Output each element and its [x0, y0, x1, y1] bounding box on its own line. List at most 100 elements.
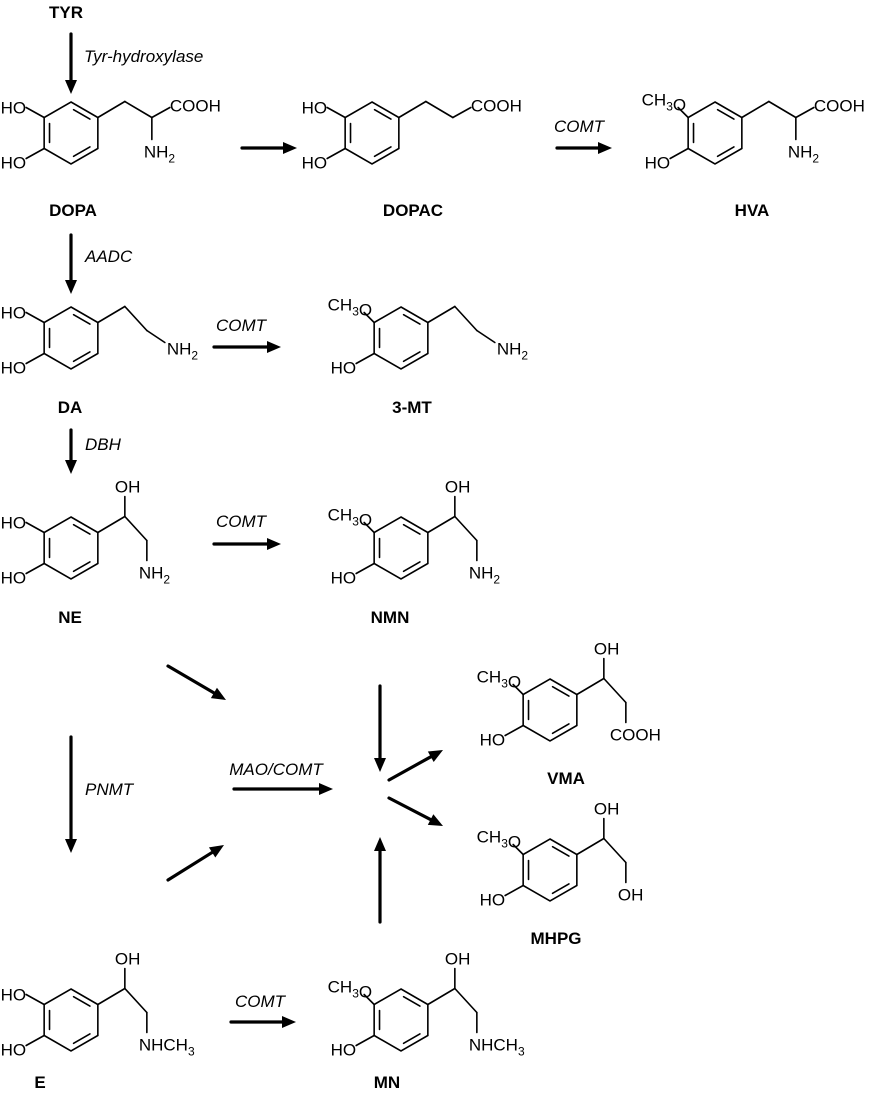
ne-amine: NH2	[139, 564, 171, 587]
e-bottom-left-group: HO	[1, 1041, 27, 1060]
mn-hydroxyl: OH	[445, 950, 471, 969]
mt-oh2-bond	[355, 352, 375, 365]
mt-bottom-left-group: HO	[331, 359, 357, 378]
mt-nh2-bond	[476, 329, 496, 344]
molecule-vma: CH3O HO OH COOH	[477, 640, 661, 750]
enzyme-pnmt: PNMT	[85, 780, 135, 799]
nmn-chain-bond-1	[427, 515, 456, 534]
vma-oh2-bond	[504, 724, 524, 737]
mn-chain-bond-2	[454, 987, 478, 1014]
name-mn: MN	[374, 1073, 400, 1092]
e-oh2-bond	[25, 1034, 45, 1047]
hva-amine: NH2	[788, 143, 820, 166]
ne-oh-bond	[25, 521, 45, 534]
mt-chain-bond-2	[454, 305, 478, 332]
name-tyr: TYR	[49, 3, 83, 22]
mn-bottom-left-group: HO	[331, 1041, 357, 1060]
arrow-dopac-to-hva-head	[598, 142, 612, 154]
arrow-junction-to-mhpg-head	[427, 814, 443, 826]
da-bottom-left-group: HO	[1, 359, 27, 378]
vma-o-bond	[512, 683, 524, 696]
arrow-da-to-3mt	[212, 341, 281, 353]
mn-double-bond	[402, 1033, 421, 1045]
dopac-cooh-bond	[452, 106, 472, 119]
da-chain-bond-2	[124, 305, 148, 332]
name-3-mt: 3-MT	[392, 398, 432, 417]
enzyme-dbh: DBH	[85, 435, 122, 454]
arrow-dopa-to-da	[65, 233, 77, 294]
vma-chain-bond-1	[576, 677, 605, 696]
nmn-amine: NH2	[469, 564, 501, 587]
dopac-top-left-group: HO	[302, 99, 328, 118]
dopa-chain-bond-2	[124, 100, 153, 119]
mt-o-bond	[363, 311, 375, 324]
hva-double-bond	[716, 146, 735, 158]
arrow-junction-to-mhpg-shaft	[387, 796, 433, 822]
da-amine: NH2	[167, 340, 199, 363]
mt-double-bond	[402, 351, 421, 363]
da-double-bond	[72, 351, 91, 363]
dopac-oh-bond	[326, 106, 346, 119]
arrow-ne-to-nmn-head	[267, 538, 281, 550]
hva-chain-bond-1	[741, 100, 770, 119]
arrow-e-to-mao	[166, 845, 224, 882]
hva-chain-bond-2	[768, 100, 797, 119]
mhpg-hydroxyl: OH	[594, 800, 620, 819]
arrow-pnmt-ne-to-e-head	[65, 839, 77, 853]
mt-benzene-ring	[373, 306, 429, 370]
arrow-e-to-mn-head	[282, 1016, 296, 1028]
name-dopac: DOPAC	[383, 201, 443, 220]
name-vma: VMA	[547, 769, 585, 788]
arrow-e-to-mao-shaft	[166, 850, 214, 882]
mhpg-terminal-hydroxyl: OH	[618, 886, 644, 905]
da-oh2-bond	[25, 352, 45, 365]
enzyme-mao-comt: MAO/COMT	[229, 760, 324, 779]
ne-double-bond	[72, 561, 91, 573]
dopac-chain-bond-1	[398, 100, 427, 119]
arrow-ne-to-nmn	[212, 538, 281, 550]
ne-hydroxyl: OH	[115, 478, 141, 497]
dopac-oh2-bond	[326, 147, 346, 160]
name-e: E	[34, 1073, 45, 1092]
nmn-top-left-group: CH3O	[328, 506, 372, 530]
arrow-junction-to-vma	[387, 750, 443, 782]
vma-double-bond	[551, 685, 570, 697]
dopa-amine: NH2	[144, 143, 176, 166]
da-top-left-group: HO	[1, 304, 27, 323]
arrow-da-to-ne-head	[65, 460, 77, 474]
vma-bottom-left-group: HO	[480, 731, 506, 750]
vma-chain-bond-2	[603, 677, 627, 704]
nmn-chain-bond-2	[454, 515, 478, 542]
nmn-benzene-ring	[373, 516, 429, 580]
mhpg-o-bond	[512, 843, 524, 856]
mn-amine: NHCH3	[469, 1036, 525, 1059]
hva-top-left-group: CH3O	[642, 91, 686, 115]
da-oh-bond	[25, 311, 45, 324]
arrow-ne-to-mao	[166, 664, 226, 700]
arrow-mn-up-to-junction-head	[374, 837, 386, 851]
dopa-cooh-bond	[151, 106, 171, 119]
hva-double-bond	[716, 108, 735, 120]
ne-chain-bond-1	[97, 515, 126, 534]
e-double-bond	[72, 1033, 91, 1045]
hva-bottom-left-group: HO	[645, 154, 671, 173]
arrow-junction-to-mhpg	[387, 796, 443, 826]
nmn-bottom-left-group: HO	[331, 569, 357, 588]
arrow-junction-to-vma-shaft	[387, 755, 433, 782]
vma-hydroxyl: OH	[594, 640, 620, 659]
dopa-chain-bond-1	[97, 100, 126, 119]
enzyme-aadc: AADC	[84, 247, 133, 266]
vma-double-bond	[551, 723, 570, 735]
arrow-e-to-mao-head	[208, 845, 224, 858]
mhpg-oh2-bond	[504, 884, 524, 897]
name-da: DA	[58, 398, 83, 417]
arrow-ne-to-mao-head	[210, 687, 226, 700]
arrow-ne-to-mao-shaft	[166, 664, 216, 695]
e-chain-bond-1	[97, 987, 126, 1006]
dopac-chain-bond-2	[425, 100, 454, 119]
vma-top-left-group: CH3O	[477, 668, 521, 692]
arrow-dopa-to-dopac-head	[283, 142, 297, 154]
vma-carboxyl: COOH	[610, 726, 661, 745]
